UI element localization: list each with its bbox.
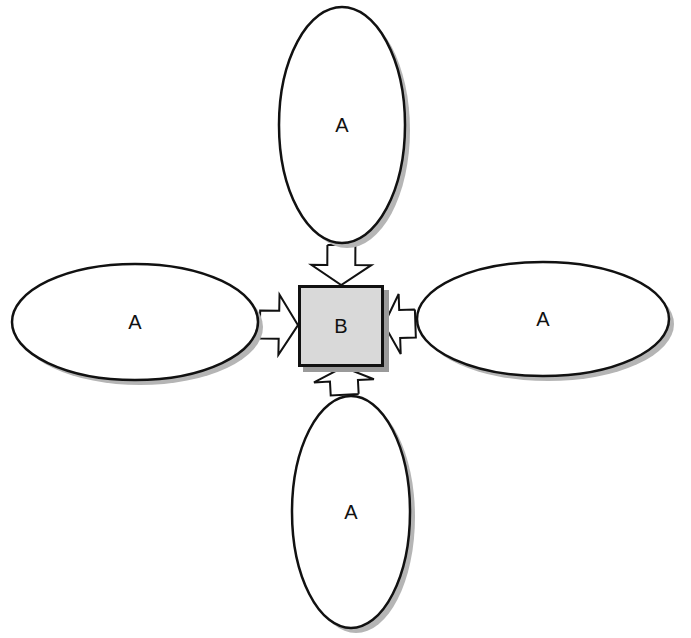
node-label: A (344, 501, 357, 523)
square-node: B (298, 285, 384, 367)
ellipse-node: A (277, 5, 407, 245)
ellipse-node: A (10, 262, 260, 382)
block-arrow (311, 245, 371, 285)
ellipse-node: A (415, 260, 671, 378)
block-arrow (260, 295, 298, 355)
node-label: A (335, 114, 348, 136)
node-label: B (334, 315, 347, 337)
block-arrow (314, 367, 374, 395)
ellipse-node: A (290, 394, 412, 630)
node-label: A (128, 311, 141, 333)
block-arrow (384, 294, 416, 354)
node-label: A (536, 308, 549, 330)
